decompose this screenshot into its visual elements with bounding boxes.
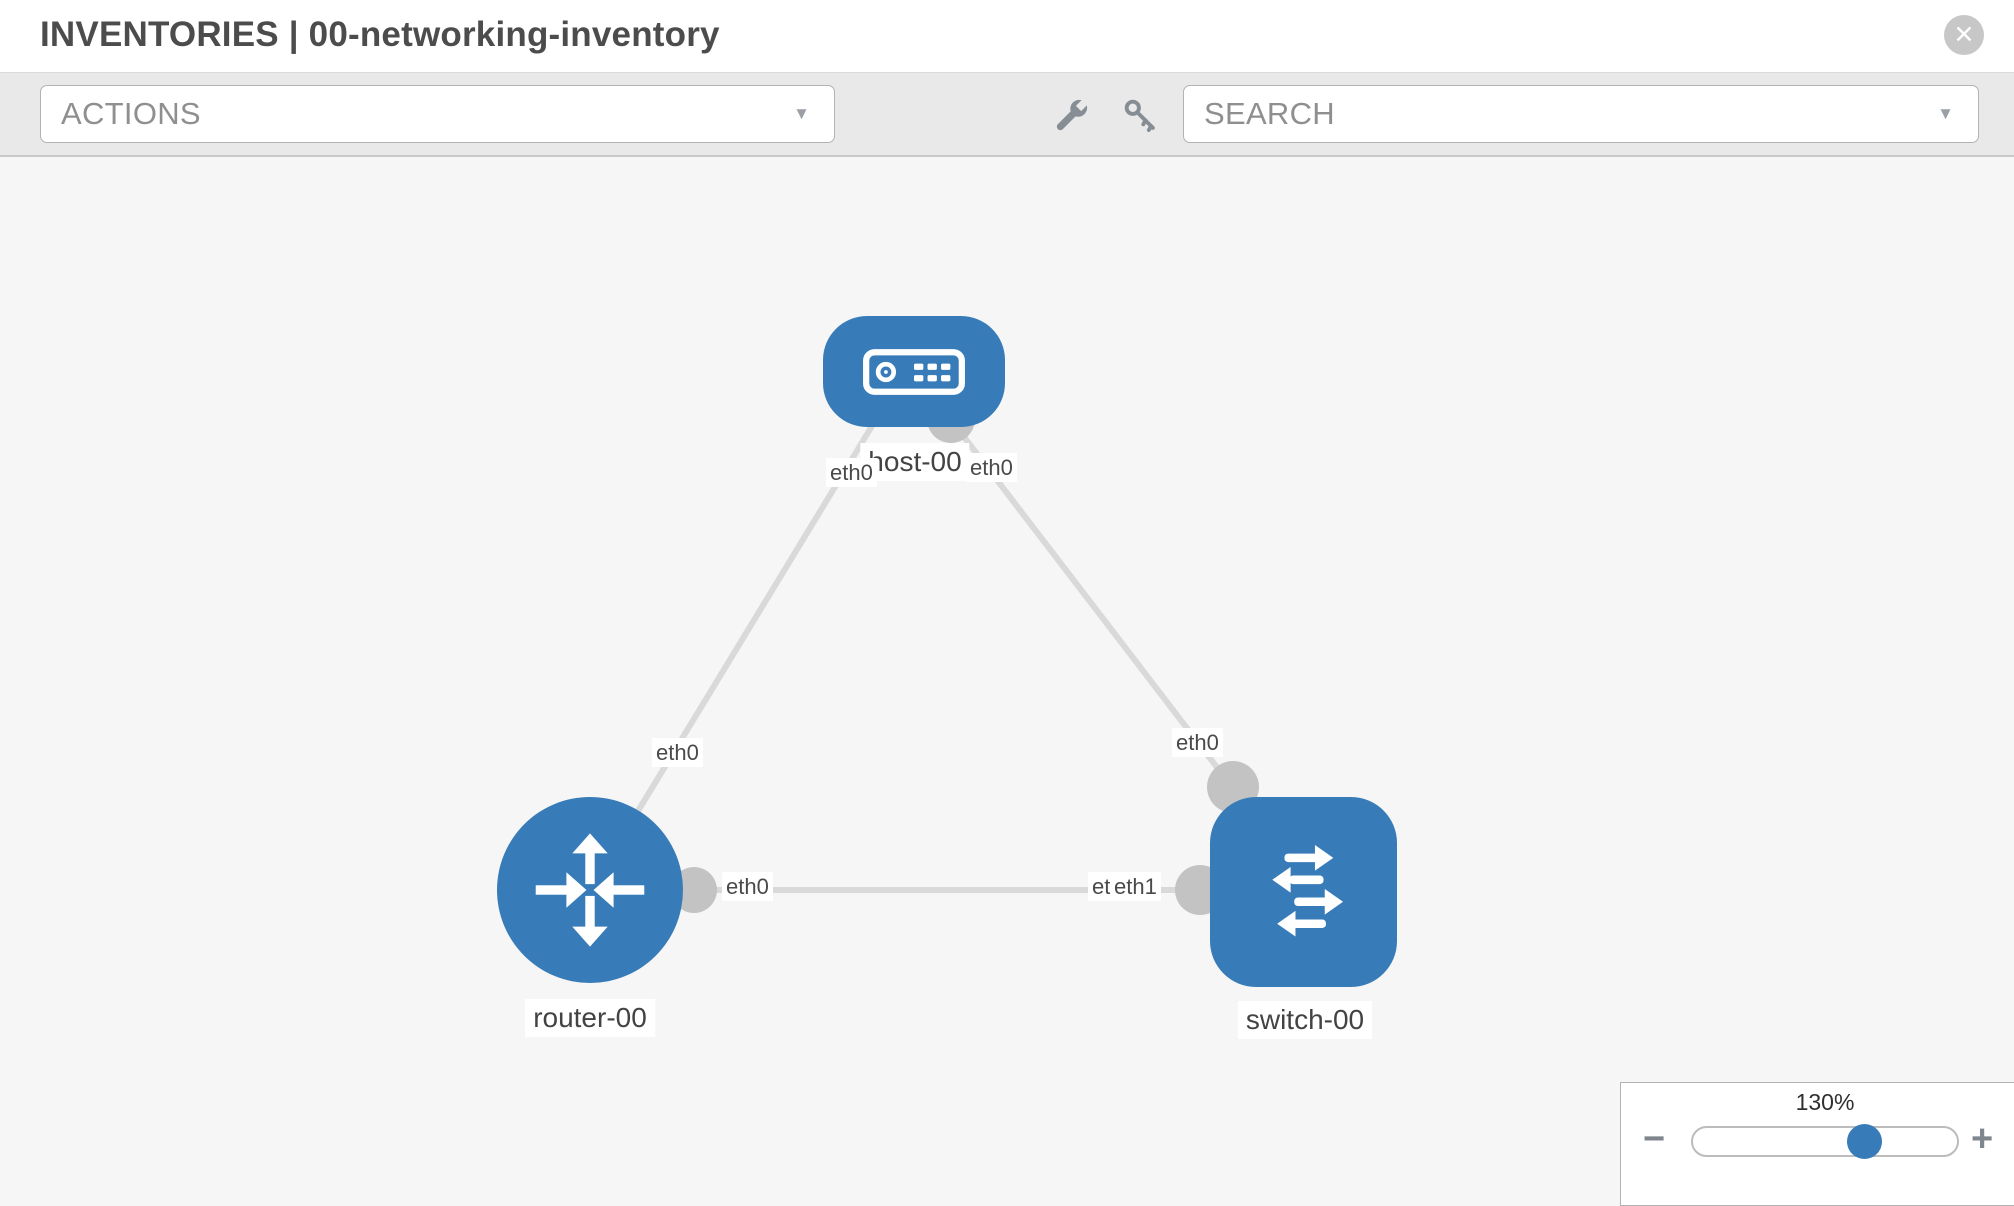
node-label-router-00: router-00: [525, 999, 655, 1038]
zoom-level-value: 130%: [1795, 1089, 1855, 1115]
topology-canvas[interactable]: host-00 router-00 switch-00 eth0 eth0 et…: [0, 157, 2014, 1200]
page-title: INVENTORIES | 00-networking-inventory: [40, 15, 720, 55]
zoom-control-panel: 130% − +: [1620, 1082, 2014, 1206]
node-label-switch-00: switch-00: [1237, 1001, 1373, 1040]
topology-links-layer: [587, 395, 1259, 915]
toolbar: ACTIONS ▼ SEARCH ▼: [0, 73, 2014, 157]
interface-label-switch-eth0-top: eth0: [1172, 728, 1223, 758]
chevron-down-icon: ▼: [793, 104, 810, 123]
interface-label-router-eth0-right: eth0: [722, 872, 773, 902]
router-icon: [535, 833, 645, 947]
header-bar: INVENTORIES | 00-networking-inventory ✕: [0, 0, 2014, 73]
node-switch-00[interactable]: [1210, 797, 1397, 987]
actions-dropdown-label: ACTIONS: [61, 96, 201, 131]
wrench-icon[interactable]: [1054, 97, 1090, 133]
search-dropdown-label: SEARCH: [1204, 96, 1335, 131]
node-router-00[interactable]: [497, 797, 683, 983]
zoom-slider-handle[interactable]: [1847, 1124, 1882, 1159]
close-icon[interactable]: ✕: [1944, 15, 1984, 55]
interface-label-router-eth0-top: eth0: [652, 738, 703, 768]
close-glyph: ✕: [1953, 21, 1975, 49]
actions-dropdown[interactable]: ACTIONS ▼: [40, 85, 835, 143]
switch-icon: [1271, 845, 1343, 937]
interface-label-host-eth0-left: eth0: [826, 458, 877, 488]
interface-label-switch-eth1-left: eth1: [1110, 872, 1161, 902]
zoom-slider-track[interactable]: [1691, 1126, 1959, 1157]
key-icon[interactable]: [1122, 97, 1158, 133]
chevron-down-icon: ▼: [1937, 104, 1954, 123]
host-icon: [863, 348, 965, 395]
search-dropdown[interactable]: SEARCH ▼: [1183, 85, 1979, 143]
zoom-out-button[interactable]: −: [1643, 1118, 1666, 1160]
node-label-host-00: host-00: [860, 443, 970, 482]
node-host-00[interactable]: [823, 316, 1005, 427]
interface-label-host-eth0-right: eth0: [966, 453, 1017, 483]
interface-dot-router-right[interactable]: [671, 867, 717, 913]
zoom-in-button[interactable]: +: [1971, 1118, 1994, 1160]
